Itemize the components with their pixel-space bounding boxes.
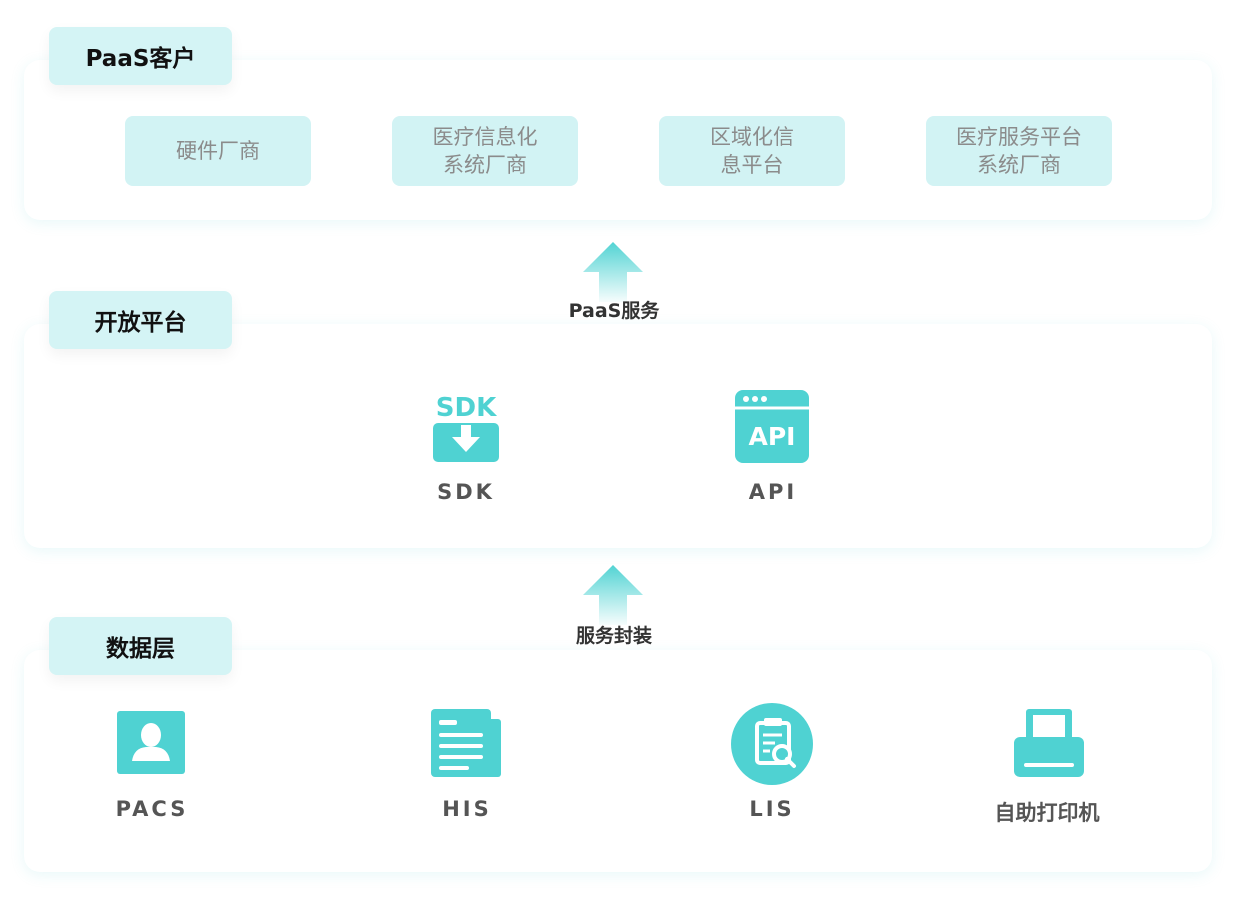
sdk-icon-text: SDK <box>436 393 497 423</box>
lis-label: LIS <box>749 797 795 821</box>
open-platform-layer-title: 开放平台 <box>49 291 232 349</box>
printer-label: 自助打印机 <box>994 801 1100 825</box>
open-platform-panel <box>24 324 1212 548</box>
client-label-line2: 息平台 <box>720 153 784 177</box>
arrow-up-icon <box>583 242 643 302</box>
client-label-line2: 系统厂商 <box>977 153 1061 177</box>
client-label-line1: 硬件厂商 <box>176 139 260 163</box>
api-label: API <box>748 480 798 504</box>
client-regional-platform: 区域化信 息平台 <box>659 116 845 186</box>
printer-icon <box>1014 709 1084 777</box>
client-medical-it-vendor: 医疗信息化 系统厂商 <box>392 116 578 186</box>
client-label-line2: 系统厂商 <box>443 153 527 177</box>
his-label: HIS <box>442 797 492 821</box>
data-layer-title: 数据层 <box>49 617 232 675</box>
customers-layer-title: PaaS客户 <box>49 27 232 85</box>
client-label-line1: 医疗信息化 <box>432 125 538 149</box>
client-label-line1: 医疗服务平台 <box>956 125 1082 149</box>
client-hardware-vendor: 硬件厂商 <box>125 116 311 186</box>
paas-service-label: PaaS服务 <box>568 300 660 322</box>
sdk-label: SDK <box>437 480 495 504</box>
lis-report-search-icon <box>731 703 813 785</box>
sdk-download-icon: SDK <box>433 393 499 462</box>
his-document-icon <box>431 709 501 777</box>
pacs-label: PACS <box>115 797 189 821</box>
pacs-user-icon <box>117 711 185 774</box>
service-encapsulation-label: 服务封装 <box>575 625 652 647</box>
api-window-icon: API <box>735 390 809 463</box>
client-label-line1: 区域化信 <box>710 125 794 149</box>
arrow-up-icon <box>583 565 643 625</box>
client-medical-service-vendor: 医疗服务平台 系统厂商 <box>926 116 1112 186</box>
api-icon-text: API <box>749 422 796 451</box>
